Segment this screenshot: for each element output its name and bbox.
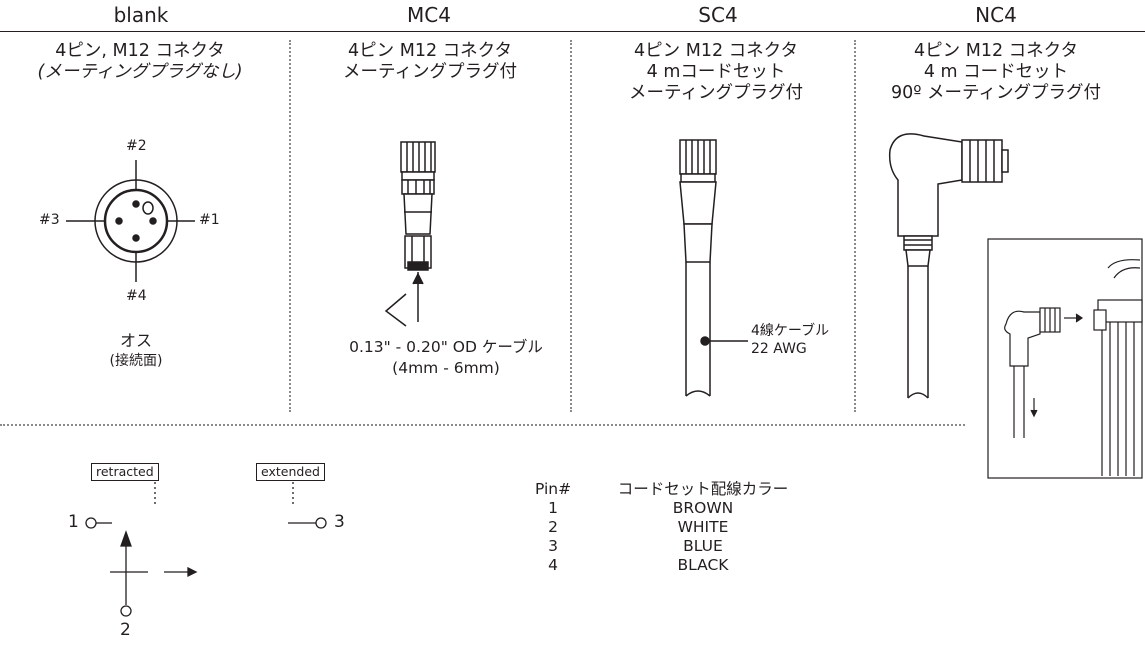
mc4-description: 4ピン M12 コネクタ メーティングプラグ付 xyxy=(300,41,560,83)
pin-3-label: #3 xyxy=(39,212,60,228)
wiring-table-pin-column: Pin# 1 2 3 4 xyxy=(524,480,582,575)
mc4-cable-od: 0.13" - 0.20" OD ケーブル xyxy=(349,338,543,356)
section-separator xyxy=(0,424,965,426)
color-cell: BROWN xyxy=(672,499,734,517)
sc4-cable-type: 4線ケーブル xyxy=(751,323,830,339)
header-blank: blank xyxy=(113,3,169,27)
separator-1 xyxy=(289,40,291,412)
blank-line-2: (メーティングプラグなし) xyxy=(37,62,243,82)
color-cell: WHITE xyxy=(677,518,729,536)
separator-2 xyxy=(570,40,572,412)
color-cell: BLACK xyxy=(677,556,729,574)
sc4-line-1: 4ピン M12 コネクタ xyxy=(634,41,798,61)
connector-face-icon xyxy=(66,160,195,282)
pin-cell: 4 xyxy=(548,556,558,574)
pin-4-label: #4 xyxy=(126,288,147,304)
terminal-2-label: 2 xyxy=(120,620,131,640)
sc4-line-3: メーティングプラグ付 xyxy=(629,83,803,103)
nc4-description: 4ピン M12 コネクタ 4 m コードセット 90º メーティングプラグ付 xyxy=(866,41,1126,104)
pin-cell: 2 xyxy=(548,518,558,536)
header-rule xyxy=(0,31,1145,32)
pin-1-label: #1 xyxy=(199,212,220,228)
sc4-description: 4ピン M12 コネクタ 4 mコードセット メーティングプラグ付 xyxy=(586,41,846,104)
color-header: コードセット配線カラー xyxy=(617,480,789,498)
header-mc4: MC4 xyxy=(407,3,451,27)
mc4-line-1: 4ピン M12 コネクタ xyxy=(348,41,512,61)
mc4-cable-mm: (4mm - 6mm) xyxy=(392,359,500,377)
blank-line-1: 4ピン, M12 コネクタ xyxy=(55,41,225,61)
separator-3 xyxy=(854,40,856,412)
sc4-line-2: 4 mコードセット xyxy=(646,62,786,82)
wiring-table-color-column: コードセット配線カラー BROWN WHITE BLUE BLACK xyxy=(603,480,803,575)
sc4-cable-awg: 22 AWG xyxy=(751,341,807,357)
potentiometer-schematic xyxy=(85,482,327,617)
terminal-3-label: 3 xyxy=(334,512,345,532)
color-cell: BLUE xyxy=(683,537,723,555)
header-sc4: SC4 xyxy=(698,3,738,27)
blank-description: 4ピン, M12 コネクタ (メーティングプラグなし) xyxy=(10,41,270,83)
pin-header: Pin# xyxy=(534,480,572,498)
mc4-cable-note: 0.13" - 0.20" OD ケーブル (4mm - 6mm) xyxy=(316,337,576,379)
terminal-1-label: 1 xyxy=(68,512,79,532)
nc4-line-1: 4ピン M12 コネクタ xyxy=(914,41,1078,61)
pin-cell: 3 xyxy=(548,537,558,555)
sc4-cordset-icon xyxy=(679,139,748,397)
blank-caption-2: (接続面) xyxy=(109,353,163,369)
installation-inset xyxy=(987,238,1143,479)
nc4-line-3: 90º メーティングプラグ付 xyxy=(890,83,1102,103)
mc4-line-2: メーティングプラグ付 xyxy=(343,62,517,82)
blank-caption: オス (接続面) xyxy=(6,330,266,372)
extended-label: extended xyxy=(256,463,325,481)
nc4-cordset-icon xyxy=(888,133,1009,399)
blank-caption-1: オス xyxy=(119,331,152,350)
resistor-zigzag xyxy=(112,519,288,527)
retracted-label: retracted xyxy=(91,463,159,481)
pin-cell: 1 xyxy=(548,499,558,517)
nc4-line-2: 4 m コードセット xyxy=(923,62,1069,82)
sc4-cable-note: 4線ケーブル 22 AWG xyxy=(751,322,829,358)
mc4-connector-icon xyxy=(384,141,436,327)
header-nc4: NC4 xyxy=(975,3,1017,27)
pin-2-label: #2 xyxy=(126,138,147,154)
